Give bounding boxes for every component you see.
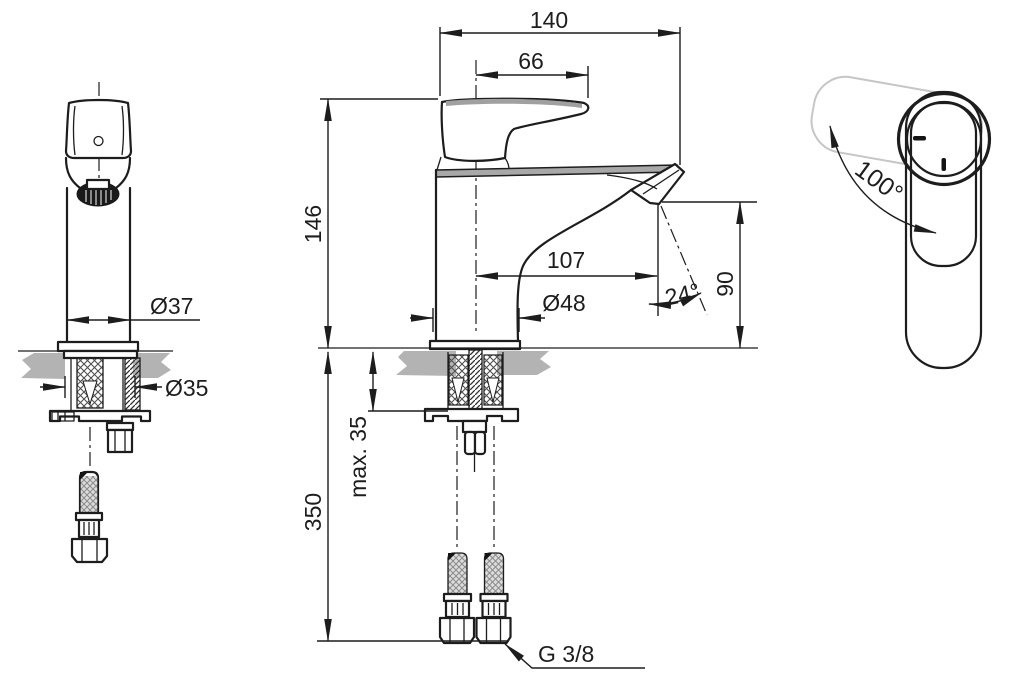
base-flange: [56, 340, 140, 353]
dim-handle-depth: 66: [475, 48, 589, 98]
dim-outlet-clearance: 90: [662, 201, 757, 349]
top-view: 100°: [810, 75, 992, 370]
spray-angle-label: 24°: [663, 278, 702, 311]
spout-top: [435, 164, 678, 178]
side-connector-stub: [463, 430, 477, 456]
hole-diameter-label: Ø35: [165, 375, 208, 401]
hose-connector-stub: [106, 428, 134, 454]
supply-hose-side-2: [475, 551, 512, 645]
body-height-label: 146: [300, 205, 326, 243]
front-view: Ø37 Ø35: [18, 82, 208, 564]
side-countertop-left: [396, 351, 456, 376]
countertop-left-torn: [21, 353, 65, 379]
cold-indicator-mark: [913, 136, 926, 141]
supply-hose-front: [70, 470, 109, 564]
front-body-column: [65, 186, 132, 344]
handle-dot: [93, 135, 104, 147]
side-base-flange: [428, 339, 522, 351]
dim-spray-angle: 24°: [648, 204, 708, 316]
hose-nut-side: [438, 616, 476, 645]
body-diameter-label: Ø37: [150, 293, 193, 319]
threaded-stud: [124, 357, 141, 411]
dim-overall-depth: 140: [439, 7, 681, 165]
dim-hose-length: 350: [300, 351, 508, 642]
dim-max-deck-thickness: max. 35: [345, 351, 448, 498]
countertop-right-torn: [133, 353, 171, 378]
hose-nut-front: [70, 537, 109, 564]
max-deck-thickness-label: max. 35: [345, 416, 371, 498]
top-body-outline: [904, 90, 983, 370]
dim-base-diameter: Ø48: [410, 290, 586, 332]
flow-straightener: [85, 178, 111, 191]
side-view: 140 66 146: [300, 7, 758, 669]
dim-body-diameter: Ø37: [66, 293, 200, 324]
side-lever: [440, 97, 590, 162]
supply-hose-side: [438, 552, 476, 645]
outlet-clearance-label: 90: [712, 271, 738, 297]
front-handle: [64, 98, 133, 160]
spout-underside: [516, 188, 633, 343]
dim-hole-diameter: Ø35: [40, 375, 208, 401]
hot-indicator-mark: [941, 158, 946, 171]
callout-thread-size: G 3/8: [504, 641, 645, 669]
side-threaded-stud: [468, 349, 483, 411]
dim-body-height: 146: [300, 98, 438, 349]
base-diameter-label: Ø48: [542, 290, 585, 316]
hose-length-label: 350: [300, 493, 326, 531]
overall-depth-label: 140: [530, 7, 568, 33]
dim-spout-reach: 107: [475, 247, 658, 280]
handle-depth-label: 66: [518, 48, 544, 74]
thread-size-label: G 3/8: [538, 641, 594, 667]
side-countertop-right: [497, 351, 551, 375]
spout-reach-label: 107: [547, 247, 585, 273]
